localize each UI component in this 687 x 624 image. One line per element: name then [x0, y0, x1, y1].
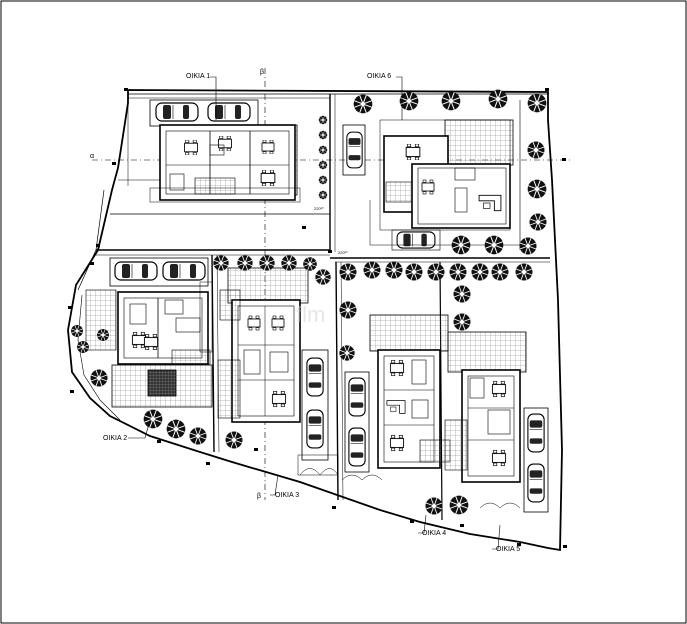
label-oikia-2: OIKIA 2	[103, 435, 127, 442]
plot-dividers	[96, 94, 550, 521]
label-oikia-4: OIKIA 4	[422, 530, 446, 537]
house-2-plan	[85, 257, 213, 408]
house-6-plan	[342, 119, 520, 251]
section-marker-left: α	[90, 153, 94, 160]
label-leaders	[128, 76, 501, 550]
house-4-plan	[341, 314, 451, 481]
house-3-plan	[217, 267, 339, 476]
site-boundary	[67, 89, 563, 552]
house-1-plan	[127, 96, 301, 203]
label-oikia-1: OIKIA 1	[186, 73, 210, 80]
hedge-trees-1	[318, 115, 328, 200]
level-mark-1: 220¹⁰	[314, 206, 324, 211]
house-5-plan	[444, 331, 549, 513]
label-oikia-6: OIKIA 6	[367, 73, 391, 80]
dimension-markers	[68, 88, 567, 548]
label-oikia-5: OIKIA 5	[496, 546, 520, 553]
section-marker-top: β	[260, 69, 264, 76]
label-oikia-3: OIKIA 3	[275, 492, 299, 499]
section-marker-bottom: β	[257, 493, 261, 500]
watermark-logo: flm	[296, 302, 325, 327]
level-mark-2: 220¹⁰	[338, 250, 348, 255]
